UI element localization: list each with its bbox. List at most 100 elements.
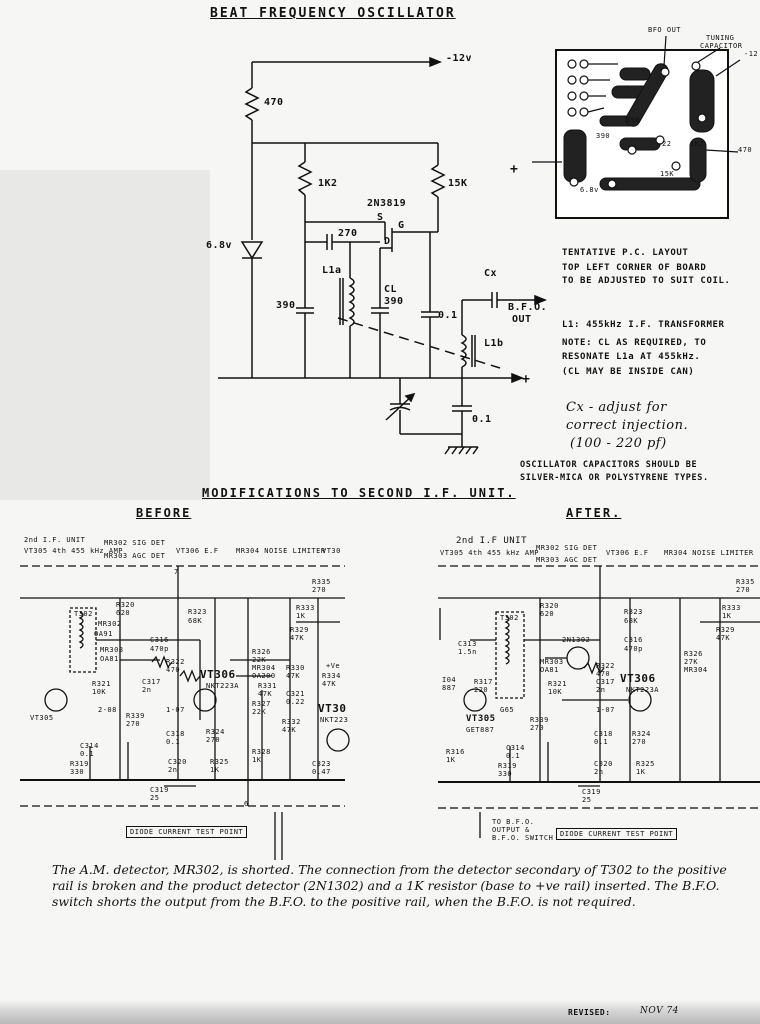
after-to-bfo-2: OUTPUT & <box>492 826 530 834</box>
l1a-label: L1a <box>322 265 342 276</box>
after-r324: R324 <box>632 730 651 738</box>
before-r328v: 1K <box>252 756 262 764</box>
after-oa81: OA81 <box>540 666 559 674</box>
before-r339v: 270 <box>126 720 141 728</box>
before-r326: R326 <box>252 648 271 656</box>
before-r339: R339 <box>126 712 145 720</box>
after-r333: R333 <box>722 604 741 612</box>
note-cl-1: NOTE: CL AS REQUIRED, TO <box>562 338 707 348</box>
before-r329: R329 <box>290 626 309 634</box>
c390a-label: 390 <box>276 300 296 311</box>
before-c319: C319 <box>150 786 169 794</box>
r470-label: 470 <box>264 97 284 108</box>
after-heading: AFTER. <box>566 506 622 520</box>
before-r327: R327 <box>252 700 271 708</box>
after-i04: I04 <box>442 676 457 684</box>
before-r319v: 330 <box>70 768 85 776</box>
pcb-c390b-label: 390 <box>626 116 641 124</box>
note-cx-2: correct injection. <box>566 418 689 433</box>
l1b-label: L1b <box>484 338 504 349</box>
after-node-3: 1-07 <box>596 706 615 714</box>
before-c316v: 470p <box>150 645 169 653</box>
after-r325v: 1K <box>636 768 646 776</box>
before-t302: T302 <box>74 610 93 618</box>
after-r326: R326 <box>684 650 703 658</box>
before-r329v: 47K <box>290 634 305 642</box>
after-r333v: 1K <box>722 612 732 620</box>
pcb-r1k2-label: 1K2 <box>690 140 705 148</box>
before-c323: C323 <box>312 760 331 768</box>
c01b-label: 0.1 <box>472 414 492 425</box>
before-mr304t: OA200 <box>252 672 276 680</box>
before-r334v: 47K <box>322 680 337 688</box>
before-r332: R332 <box>282 718 301 726</box>
after-c317: C317 <box>596 678 615 686</box>
after-c319: C319 <box>582 788 601 796</box>
fet-d-label: D <box>384 236 391 247</box>
after-vt306: VT306 <box>620 672 656 685</box>
revised-label: REVISED: <box>568 1008 611 1017</box>
fet-g-label: G <box>398 220 405 231</box>
after-mr304: MR304 <box>684 666 708 674</box>
c270-label: 270 <box>338 228 358 239</box>
before-vt30: VT30 <box>322 547 341 555</box>
before-r328: R328 <box>252 748 271 756</box>
fet-s-label: S <box>377 212 384 223</box>
after-c320v: 2n <box>594 768 604 776</box>
resistor-470 <box>244 87 260 121</box>
after-r316v: 1K <box>446 756 456 764</box>
before-mr304: MR304 <box>252 664 276 672</box>
after-c314: C314 <box>506 744 525 752</box>
supply-label: -12v <box>446 53 473 64</box>
after-c318: C318 <box>594 730 613 738</box>
before-r334: R334 <box>322 672 341 680</box>
after-c319v: 25 <box>582 796 592 804</box>
after-vt305t: GET887 <box>466 726 495 734</box>
resistor-1k2 <box>297 161 313 196</box>
after-to-bfo-3: B.F.O. SWITCH <box>492 834 554 842</box>
after-r322: R322 <box>596 662 615 670</box>
after-ef: VT306 E.F <box>606 549 649 557</box>
after-r329: R329 <box>716 626 735 634</box>
note-osc-1: OSCILLATOR CAPACITORS SHOULD BE <box>520 460 698 470</box>
footnote-paragraph: The A.M. detector, MR302, is shorted. Th… <box>52 862 727 909</box>
before-ve: +Ve <box>326 662 341 670</box>
pcb-neg12-label: -12 <box>744 50 759 58</box>
before-r324: R324 <box>206 728 225 736</box>
pcb-bfo-out-label: BFO OUT <box>648 26 682 34</box>
before-r331: R331 <box>258 682 277 690</box>
note-osc-2: SILVER-MICA OR POLYSTYRENE TYPES. <box>520 473 709 483</box>
cx-label: Cx <box>484 268 498 279</box>
before-stage: VT305 4th 455 kHz AMP <box>24 547 124 555</box>
after-c314v: 0.1 <box>506 752 521 760</box>
before-r330: R330 <box>286 664 305 672</box>
after-to-bfo-1: TO B.F.O. <box>492 818 535 826</box>
cl-label: CL <box>384 284 398 295</box>
after-r320: R320 <box>540 602 559 610</box>
before-c317v: 2n <box>142 686 152 694</box>
pcb-c22-label: 22 <box>662 140 672 148</box>
after-node-65: G65 <box>500 706 515 714</box>
after-r317: R317 <box>474 678 493 686</box>
before-unit: 2nd I.F. UNIT <box>24 536 86 544</box>
before-c320v: 2n <box>168 766 178 774</box>
before-limiter: MR304 NOISE LIMITER <box>236 547 326 555</box>
before-node-7: 7 <box>174 568 179 576</box>
before-r335: R335 <box>312 578 331 586</box>
pcb-tuning-label: TUNING <box>706 34 735 42</box>
before-r323: R323 <box>188 608 207 616</box>
zener-diode <box>240 241 264 260</box>
after-r335: R335 <box>736 578 755 586</box>
before-r321v: 10K <box>92 688 107 696</box>
before-ef: VT306 E.F <box>176 547 219 555</box>
before-r331v: 47K <box>258 690 273 698</box>
after-2n1302: 2N1302 <box>562 636 591 644</box>
before-r322: R322 <box>166 658 185 666</box>
after-test-point: DIODE CURRENT TEST POINT <box>556 828 678 840</box>
after-r326v: 27K <box>684 658 699 666</box>
before-sig-det: MR302 SIG DET <box>104 539 166 547</box>
after-r317v: 220 <box>474 686 489 694</box>
before-c316: C316 <box>150 636 169 644</box>
pcb-plus-label: + <box>510 162 519 177</box>
